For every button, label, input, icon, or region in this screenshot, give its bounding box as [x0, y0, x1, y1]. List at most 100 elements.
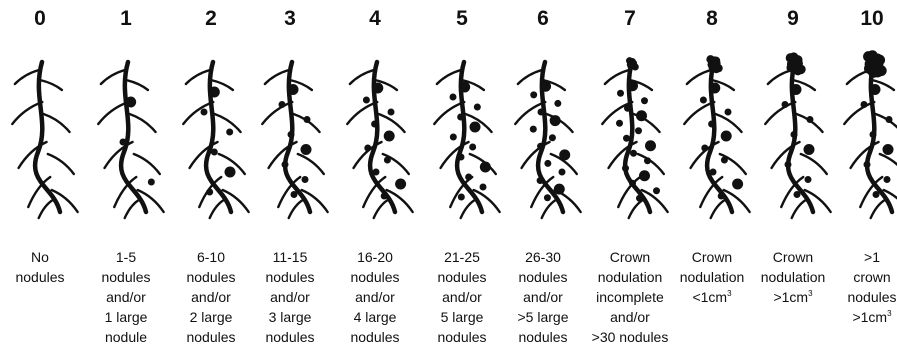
description-line: nodulation [760, 269, 826, 285]
lateral-root [124, 78, 150, 92]
nodule [210, 148, 218, 156]
nodule [457, 193, 465, 201]
lateral-root [603, 68, 631, 86]
nodule [784, 161, 792, 168]
lateral-root [381, 152, 411, 176]
nodule [119, 138, 127, 146]
lateral-root [377, 112, 406, 134]
lateral-root [545, 112, 574, 134]
nodule [457, 153, 465, 161]
nodule [709, 82, 721, 94]
lateral-root [373, 78, 399, 92]
nodule [530, 91, 538, 99]
description-line: 1 large [104, 309, 148, 325]
lateral-root [882, 188, 897, 200]
lateral-root [38, 78, 64, 92]
score-4: 4 [369, 7, 381, 30]
description-line: >5 large [517, 309, 569, 325]
lateral-root [514, 100, 547, 126]
lateral-root [17, 140, 48, 170]
nodule [720, 156, 728, 164]
nodule [553, 183, 565, 195]
nodule [883, 176, 891, 183]
nodule [362, 96, 370, 104]
nodule [708, 120, 716, 128]
lateral-root [27, 175, 52, 209]
lateral-root [385, 188, 414, 214]
lateral-root [182, 100, 215, 126]
nodule [549, 115, 561, 127]
lateral-root [362, 175, 387, 209]
lateral-root [99, 68, 127, 86]
nodule [303, 116, 311, 123]
description-line: <1cm3 [692, 289, 732, 305]
description-line: nodules [437, 269, 487, 285]
description-line: nodules [350, 329, 400, 345]
taproot [118, 59, 149, 215]
lateral-root [870, 78, 896, 92]
lateral-root [780, 175, 805, 209]
lateral-root [433, 100, 466, 126]
lateral-root [288, 78, 314, 92]
root-6 [514, 59, 582, 220]
lateral-root [617, 175, 642, 209]
lateral-root [439, 140, 470, 170]
taproot [622, 59, 653, 215]
nodule [627, 80, 638, 92]
description-line: nodules [101, 269, 151, 285]
nodule [860, 101, 868, 108]
nodule [804, 176, 812, 183]
nodule [558, 168, 566, 176]
lateral-root [636, 152, 666, 176]
lateral-root [799, 152, 829, 176]
lateral-root [277, 175, 302, 209]
nodule [449, 133, 457, 141]
lateral-root [530, 175, 555, 209]
description-line: nodulation [679, 269, 745, 285]
nodule [630, 149, 637, 157]
root-9 [764, 52, 832, 220]
nodule [641, 97, 648, 105]
lateral-root [372, 198, 389, 220]
nodule [278, 101, 286, 108]
nodule [371, 120, 379, 128]
nodule [793, 191, 801, 198]
description-line: >1cm3 [852, 309, 892, 325]
lateral-root [97, 100, 130, 126]
nodule [882, 144, 894, 155]
lateral-root [718, 152, 748, 176]
lateral-root [869, 198, 886, 220]
nodule [537, 108, 545, 116]
lateral-root [42, 112, 71, 134]
lateral-root [791, 78, 817, 92]
nodule [636, 194, 643, 202]
lateral-root [213, 112, 242, 134]
score-7: 7 [624, 7, 636, 30]
score-2: 2 [205, 7, 217, 30]
nodule [653, 187, 660, 195]
nodule [639, 170, 650, 182]
nodule [536, 177, 544, 185]
taproot [535, 59, 566, 215]
root-10 [843, 50, 897, 220]
description-line: 2 large [189, 309, 233, 325]
nodule [383, 156, 391, 164]
nodule [465, 173, 473, 181]
description-line: nodule [104, 329, 148, 345]
lateral-root [132, 152, 162, 176]
root-1 [97, 59, 165, 220]
lateral-root [13, 68, 41, 86]
root-3 [261, 59, 329, 220]
lateral-root [188, 140, 219, 170]
description-line: >30 nodules [591, 329, 669, 345]
nodule [872, 191, 880, 198]
nodule [224, 166, 236, 178]
lateral-root [103, 140, 134, 170]
score-6: 6 [537, 7, 549, 30]
nodule [863, 161, 871, 168]
